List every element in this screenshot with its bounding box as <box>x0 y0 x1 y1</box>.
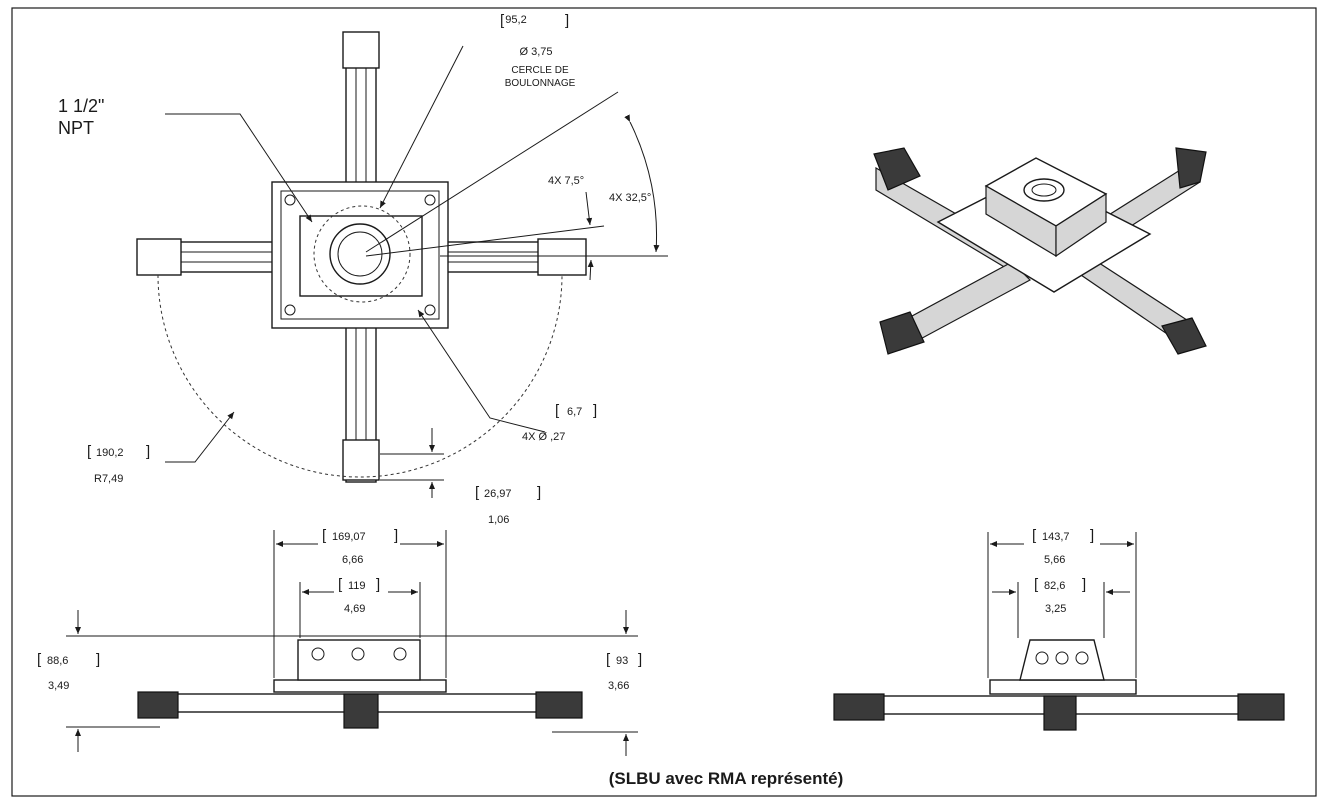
hole-mm: 6,7 <box>567 406 582 418</box>
bracket-open: [ <box>606 651 611 668</box>
iso-end-cap <box>873 147 921 191</box>
bolt-circle <box>313 205 411 303</box>
iso-end-cap <box>879 311 925 355</box>
bracket-open: [ <box>555 402 560 419</box>
iso-npt-opening <box>1023 178 1065 202</box>
bolt-circle-text2: BOULONNAGE <box>505 78 576 89</box>
front-h1-in: 3,49 <box>48 680 69 692</box>
drawing-border <box>11 7 1317 797</box>
bracket-open: [ <box>322 527 327 544</box>
front-outer-in: 6,66 <box>342 554 363 566</box>
bracket-close: ] <box>376 576 380 593</box>
arm-end-cap-bottom <box>342 439 380 481</box>
bracket-close: ] <box>96 651 100 668</box>
front-inner-mm: 119 <box>348 580 366 592</box>
bracket-open: [ <box>87 443 92 460</box>
isometric-view <box>873 147 1207 355</box>
front-h2-in: 3,66 <box>608 680 629 692</box>
radius-mm: 190,2 <box>96 447 124 459</box>
front-end-cap-right <box>535 691 583 719</box>
side-outer-in: 5,66 <box>1044 554 1065 566</box>
iso-bracket-side <box>1055 192 1107 258</box>
arm-mm: 26,97 <box>484 488 512 500</box>
front-end-cap-left <box>137 691 179 719</box>
front-outer-mm: 169,07 <box>332 531 366 543</box>
front-inner-in: 4,69 <box>344 603 365 615</box>
arm-end-cap-left <box>136 238 182 276</box>
angle-small-label: 4X 7,5° <box>548 175 584 187</box>
bracket-close: ] <box>146 443 150 460</box>
front-h2-mm: 93 <box>616 655 628 667</box>
bracket-close: ] <box>1082 576 1086 593</box>
angle-large-label: 4X 32,5° <box>609 192 651 204</box>
front-view: 169,07 [ ] 6,66 119 [ ] 4,69 88,6 [ ] 3,… <box>37 527 642 756</box>
drawing-caption: (SLBU avec RMA représenté) <box>609 769 844 788</box>
iso-end-cap <box>1175 147 1207 189</box>
side-end-cap-left <box>833 693 885 721</box>
top-view: 1 1/2" NPT 95,2 [ ] Ø 3,75 CERCLE DE BOU… <box>58 12 668 526</box>
side-outer-mm: 143,7 <box>1042 531 1070 543</box>
side-plate <box>989 679 1137 695</box>
bracket-open: [ <box>37 651 42 668</box>
side-center-hub <box>1043 695 1077 731</box>
side-bracket <box>1019 639 1105 681</box>
side-end-cap-right <box>1237 693 1285 721</box>
radius-arc <box>157 274 563 478</box>
npt-label-line1: 1 1/2" <box>58 96 104 116</box>
bolt-circle-text1: CERCLE DE <box>511 65 569 76</box>
bracket-open: [ <box>338 576 343 593</box>
radius-in: R7,49 <box>94 473 123 485</box>
side-view: 143,7 [ ] 5,66 82,6 [ ] 3,25 <box>833 527 1285 731</box>
arm-in: 1,06 <box>488 514 509 526</box>
npt-opening <box>329 223 391 285</box>
bracket-close: ] <box>565 12 569 29</box>
side-inner-mm: 82,6 <box>1044 580 1065 592</box>
bracket-close: ] <box>537 484 541 501</box>
bracket-close: ] <box>394 527 398 544</box>
bracket-open: [ <box>475 484 480 501</box>
bracket-open: [ <box>1034 576 1039 593</box>
bracket-open: [ <box>500 12 505 29</box>
arm-end-cap-top <box>342 31 380 69</box>
hole-in: 4X Ø ,27 <box>522 431 565 443</box>
bracket-close: ] <box>638 651 642 668</box>
bracket-close: ] <box>593 402 597 419</box>
iso-end-cap <box>1161 317 1207 355</box>
bolt-circle-mm: 95,2 <box>505 14 526 26</box>
front-plate <box>273 679 447 693</box>
front-center-hub <box>343 693 379 729</box>
bracket-close: ] <box>1090 527 1094 544</box>
npt-label-line2: NPT <box>58 118 94 138</box>
arm-end-cap-right <box>537 238 587 276</box>
side-inner-in: 3,25 <box>1045 603 1066 615</box>
bolt-circle-in: Ø 3,75 <box>519 46 552 58</box>
front-h1-mm: 88,6 <box>47 655 68 667</box>
bracket-open: [ <box>1032 527 1037 544</box>
